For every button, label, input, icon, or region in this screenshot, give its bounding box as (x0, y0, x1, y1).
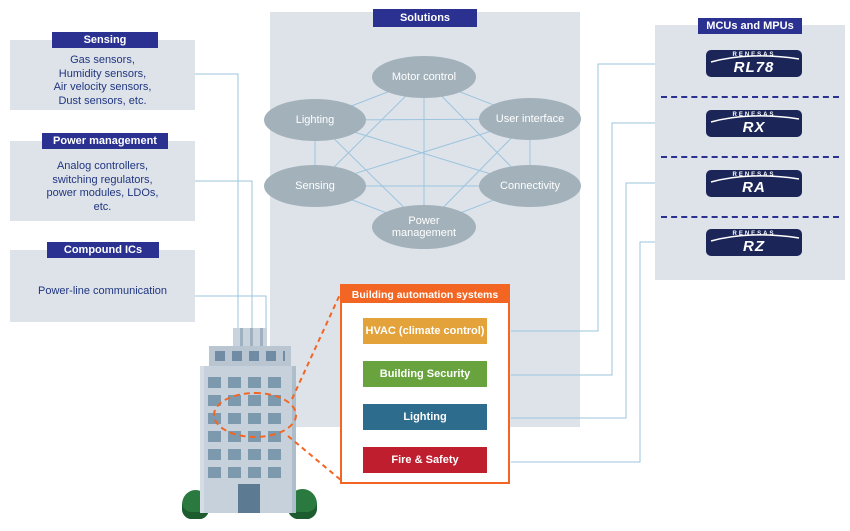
building-door (238, 484, 260, 513)
chip-model: RX (742, 119, 766, 136)
swoosh-icon (710, 234, 800, 242)
mcu-panel-header: MCUs and MPUs (698, 18, 802, 34)
solution-node-motor-control: Motor control (372, 56, 476, 98)
separator-line (661, 96, 839, 98)
chip-model: RA (742, 179, 766, 196)
chip-model: RL78 (733, 59, 775, 76)
sensing-panel: Gas sensors, Humidity sensors, Air veloc… (10, 40, 195, 110)
fire-safety-button[interactable]: Fire & Safety (363, 447, 487, 473)
building-tower (233, 328, 267, 346)
lighting-button[interactable]: Lighting (363, 404, 487, 430)
swoosh-icon (710, 115, 800, 123)
separator-line (661, 156, 839, 158)
swoosh-icon (710, 175, 800, 183)
hvac-button[interactable]: HVAC (climate control) (363, 318, 487, 344)
node-label: Motor control (391, 71, 457, 83)
node-label: Sensing (295, 180, 335, 192)
compound-ics-panel: Power-line communication (10, 250, 195, 322)
building-security-button[interactable]: Building Security (363, 361, 487, 387)
separator-line (661, 216, 839, 218)
solutions-header: Solutions (373, 9, 477, 27)
swoosh-icon (710, 55, 800, 63)
node-label: User interface (495, 113, 565, 125)
solution-node-user-interface: User interface (479, 98, 581, 140)
building-automation-header: Building automation systems (342, 286, 508, 303)
solution-node-lighting: Lighting (264, 99, 366, 141)
building-illustration (182, 328, 317, 520)
building-upper-windows (215, 351, 285, 361)
solution-node-connectivity: Connectivity (479, 165, 581, 207)
chip-rl78[interactable]: RENESAS RL78 (706, 50, 802, 77)
compound-ics-panel-header: Compound ICs (47, 242, 159, 258)
chip-model: RZ (743, 238, 765, 255)
building-upper-floors (209, 346, 291, 366)
power-management-panel-header: Power management (42, 133, 168, 149)
node-label: Connectivity (500, 180, 560, 192)
chip-rx[interactable]: RENESAS RX (706, 110, 802, 137)
building-automation-box: Building automation systems HVAC (climat… (340, 284, 510, 484)
node-label: Power management (391, 215, 457, 239)
chip-ra[interactable]: RENESAS RA (706, 170, 802, 197)
building-windows (208, 372, 288, 478)
building-automation-list: HVAC (climate control) Building Security… (342, 303, 508, 481)
chip-rz[interactable]: RENESAS RZ (706, 229, 802, 256)
solution-node-sensing: Sensing (264, 165, 366, 207)
panel-connectors (195, 63, 655, 463)
power-management-panel: Analog controllers, switching regulators… (10, 141, 195, 221)
solution-node-power-management: Power management (372, 205, 476, 249)
node-label: Lighting (295, 114, 335, 126)
sensing-panel-header: Sensing (52, 32, 158, 48)
